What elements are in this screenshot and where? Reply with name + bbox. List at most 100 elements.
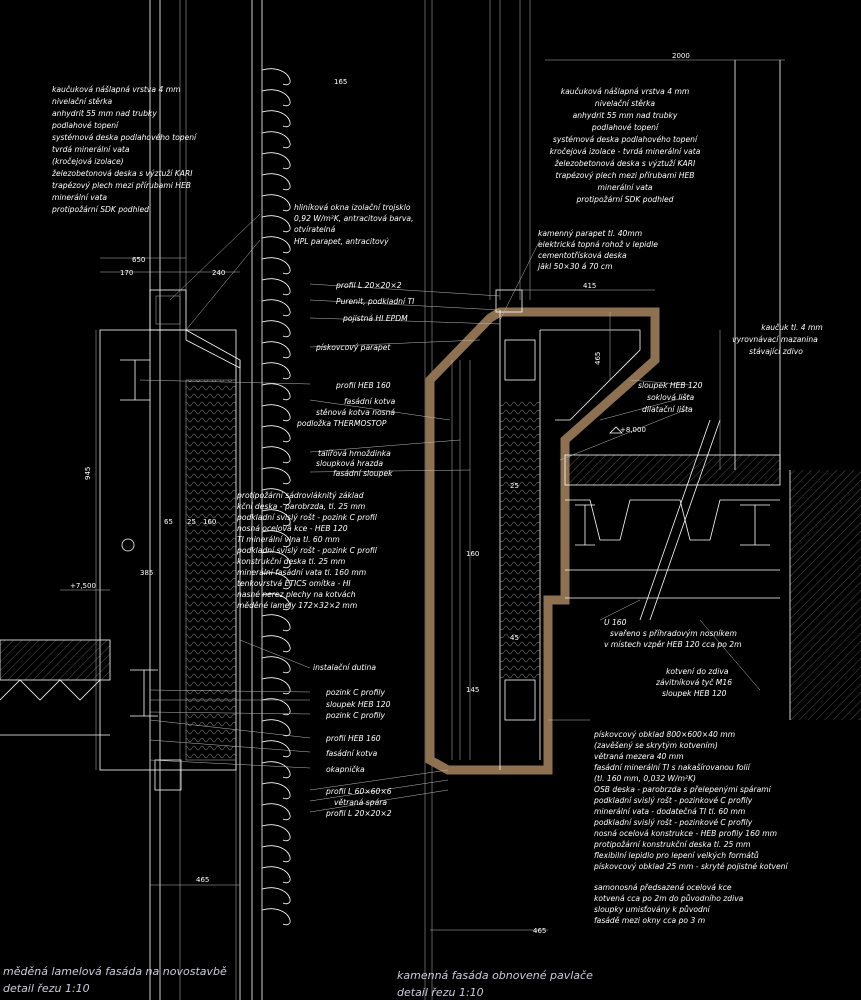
dimension-label: 45: [510, 634, 519, 642]
left-detail: [0, 0, 241, 1000]
copper-lamella: [261, 908, 291, 926]
copper-lamella: [261, 110, 291, 128]
bottom-right-notes: pískovcový obklad 800×600×40 mm (zavěšen…: [593, 730, 788, 871]
copper-lamella: [261, 131, 291, 149]
copper-lamella: [261, 404, 291, 422]
right-note: nivelační stěrka: [595, 99, 655, 108]
layer-note: minerální fasádní vata tl. 160 mm: [237, 568, 366, 577]
lower-label: okapnička: [326, 765, 365, 774]
window-note: HPL parapet, antracitový: [294, 237, 389, 246]
copper-lamellas: [261, 68, 291, 926]
dimension-label: 415: [583, 282, 596, 290]
right-label: závitníková tyč M16: [655, 678, 732, 687]
right-note: kročejová izolace - tvrdá minerální vata: [550, 147, 701, 156]
copper-lamella: [261, 866, 291, 884]
right-labels: kaučuk tl. 4 mm vyrovnávací mazanina stá…: [604, 323, 823, 698]
layer-note: nosná ocelová kce - HEB 120: [237, 524, 348, 533]
captions: měděná lamelová fasáda na novostavbě det…: [3, 965, 593, 999]
window-note: 0,92 W/m²K, antracitová barva,: [294, 214, 413, 223]
left-note: podlahové topení: [51, 121, 119, 130]
layer-note: protipožární sádrovláknitý základ: [236, 491, 364, 500]
layer-note: měděné lamely 172×32×2 mm: [237, 601, 357, 610]
left-note: protipožární SDK podhled: [51, 205, 149, 214]
left-note: anhydrit 55 mm nad trubky: [52, 109, 157, 118]
copper-lamella: [261, 446, 291, 464]
material-note: (tl. 160 mm, 0,032 W/m²K): [594, 774, 696, 783]
center-label: profil L 20×20×2: [335, 281, 402, 290]
copper-lamella: [261, 467, 291, 485]
material-note: minerální vata - dodatečná TI tl. 60 mm: [594, 807, 745, 816]
lower-label: pozink C profily: [325, 711, 386, 720]
level-label: +8,000: [620, 426, 646, 434]
center-label: fasádní kotva: [344, 397, 396, 406]
right-caption-subtitle: detail řezu 1:10: [397, 986, 484, 999]
right-label: soklová lišta: [647, 393, 694, 402]
material-note: podkladní svislý rošt - pozinkové C prof…: [593, 818, 753, 827]
steel-note: sloupky umisťovány k původní: [594, 905, 711, 914]
dimension-label: 465: [533, 927, 546, 935]
left-note: trapézový plech mezi přírubami HEB: [52, 181, 191, 190]
left-note: tvrdá minerální vata: [52, 145, 130, 154]
copper-lamella: [261, 845, 291, 863]
leader-lines: [139, 213, 761, 813]
right-label: vyrovnávací mazanina: [732, 335, 818, 344]
dimension-label: 25: [510, 482, 519, 490]
lower-label: sloupek HEB 120: [326, 700, 391, 709]
stone-note: cementotřísková deska: [538, 251, 627, 260]
right-note: železobetonová deska s výztuží KARI: [554, 159, 696, 168]
right-caption-title: kamenná fasáda obnovené pavlače: [397, 969, 593, 982]
dimension-label: 65: [164, 518, 173, 526]
left-note: minerální vata: [52, 193, 107, 202]
upper-mullions: [251, 0, 531, 1000]
center-label: fasádní sloupek: [333, 469, 393, 478]
layer-note: podkladní svislý rošt - pozink C profil: [236, 546, 378, 555]
stone-notes: kamenný parapet tl. 40mm elektrická topn…: [537, 229, 658, 271]
material-note: protipožární konstrukční deska tl. 25 mm: [593, 840, 751, 849]
center-label: pískovcový parapet: [315, 343, 391, 352]
center-label: profil HEB 160: [335, 381, 391, 390]
center-label: talířová hmoždinka: [318, 449, 391, 458]
dimension-label: 2000: [672, 52, 690, 60]
window-notes: hliníková okna izolační trojsklo 0,92 W/…: [294, 203, 413, 246]
right-detail: [425, 59, 861, 931]
right-label: kaučuk tl. 4 mm: [761, 323, 823, 332]
left-caption-title: měděná lamelová fasáda na novostavbě: [3, 965, 227, 978]
copper-lamella: [261, 68, 291, 86]
dimension-label: 385: [140, 569, 153, 577]
copper-lamella: [261, 173, 291, 191]
left-note: systémová deska podlahového topení: [52, 133, 197, 142]
dimension-label: 145: [466, 686, 479, 694]
right-label: sloupek HEB 120: [638, 381, 703, 390]
layer-notes: protipožární sádrovláknitý základ kční d…: [236, 491, 378, 610]
steel-note: fasádě mezi okny cca po 3 m: [594, 916, 705, 925]
material-note: OSB deska - parobrzda s přelepenými spár…: [594, 785, 772, 794]
center-label: podložka THERMOSTOP: [296, 419, 387, 428]
copper-lamella: [261, 719, 291, 737]
right-label: v místech vzpěr HEB 120 cca po 2m: [604, 640, 742, 649]
copper-lamella: [261, 614, 291, 632]
copper-lamella: [261, 824, 291, 842]
copper-lamella: [261, 425, 291, 443]
copper-lamella: [261, 320, 291, 338]
dimension-label: 165: [334, 78, 347, 86]
level-label: +7,500: [70, 582, 96, 590]
lower-label: fasádní kotva: [326, 749, 378, 758]
layer-note: kční deska - parobrzda, tl. 25 mm: [237, 502, 365, 511]
steel-notes: samonosná předsazená ocelová kce kotvená…: [594, 883, 744, 925]
copper-lamella: [261, 656, 291, 674]
copper-lamella: [261, 278, 291, 296]
right-note: minerální vata: [598, 183, 653, 192]
material-note: nosná ocelová konstrukce - HEB profily 1…: [594, 829, 777, 838]
window-note: otvíratelná: [294, 225, 336, 234]
material-note: fasádní minerální TI s nakašírovanou fol…: [594, 763, 751, 772]
right-note: trapézový plech mezi přírubami HEB: [556, 171, 695, 180]
left-note: nivelační stěrka: [52, 97, 112, 106]
center-label: Purenit, podkladní TI: [336, 297, 415, 306]
copper-lamella: [261, 236, 291, 254]
material-note: podkladní svislý rošt - pozinkové C prof…: [593, 796, 753, 805]
copper-lamella: [261, 782, 291, 800]
layer-note: podkladní svislý rošt - pozink C profil: [236, 513, 378, 522]
lower-label: profil L 20×20×2: [325, 809, 392, 818]
copper-lamella: [261, 194, 291, 212]
